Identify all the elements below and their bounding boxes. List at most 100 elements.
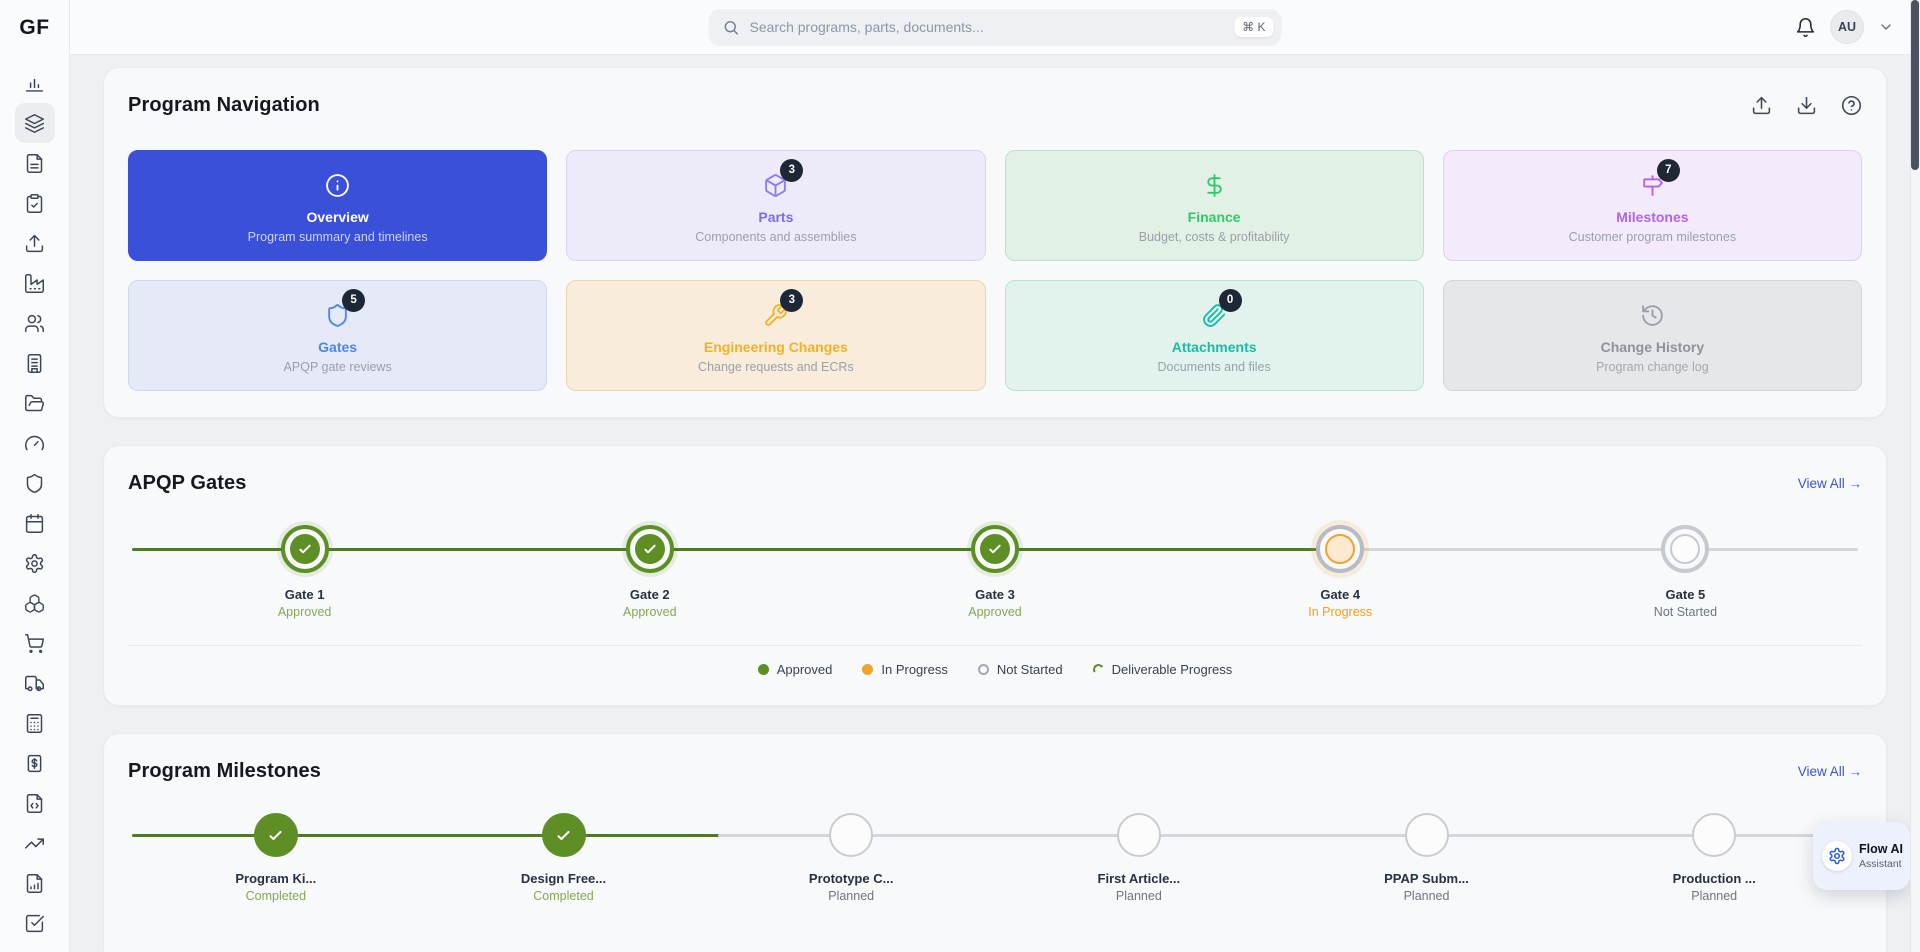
truck-icon xyxy=(25,675,44,691)
gate-item-4[interactable]: Gate 4 In Progress xyxy=(1168,525,1513,619)
folder-open-icon xyxy=(25,394,44,411)
sidebar-item-modules[interactable] xyxy=(15,583,55,623)
vertical-scrollbar xyxy=(1910,0,1920,952)
gates-view-all-link[interactable]: View All → xyxy=(1797,476,1862,491)
check-icon xyxy=(269,830,282,840)
sidebar-item-upload[interactable] xyxy=(15,223,55,263)
sidebar-item-factory[interactable] xyxy=(15,263,55,303)
receipt-dollar-icon xyxy=(27,754,42,772)
tile-label: Milestones xyxy=(1616,208,1689,225)
progress-line-complete xyxy=(132,834,722,837)
milestone-item-4[interactable]: First Article... Planned xyxy=(995,813,1283,903)
sidebar: GF xyxy=(0,0,70,952)
paperclip-icon xyxy=(1202,303,1225,327)
sidebar-item-file-code[interactable] xyxy=(15,783,55,823)
file-chart-icon xyxy=(26,873,43,893)
user-menu-button[interactable] xyxy=(1878,19,1894,35)
sidebar-item-settings[interactable] xyxy=(15,543,55,583)
gate-item-1[interactable]: Gate 1 Approved xyxy=(132,525,477,619)
user-avatar[interactable]: AU xyxy=(1830,10,1864,44)
milestone-status-label: Planned xyxy=(1115,889,1162,903)
nav-tile-overview[interactable]: Overview Program summary and timelines xyxy=(128,150,548,261)
bar-chart-icon xyxy=(25,78,44,92)
assistant-subtitle: Assistant xyxy=(1859,858,1902,870)
milestone-status-circle xyxy=(1116,813,1161,857)
check-icon xyxy=(989,544,1001,554)
scrollbar-thumb[interactable] xyxy=(1911,0,1919,170)
sidebar-item-programs[interactable] xyxy=(14,103,55,143)
tile-label: Parts xyxy=(758,208,794,225)
factory-icon xyxy=(25,273,44,293)
page-title: Program Navigation xyxy=(128,94,320,116)
progress-line-remaining xyxy=(717,834,1858,837)
section-title: Program Milestones xyxy=(128,760,321,782)
milestone-item-3[interactable]: Prototype C... Planned xyxy=(707,813,995,903)
nav-tile-finance[interactable]: Finance Budget, costs & profitability xyxy=(1004,150,1424,261)
trending-up-icon xyxy=(25,837,44,849)
milestone-item-2[interactable]: Design Free... Completed xyxy=(420,813,708,903)
milestone-status-circle xyxy=(253,813,298,857)
notifications-button[interactable] xyxy=(1795,17,1816,38)
legend-deliverable-progress: Deliverable Progress xyxy=(1091,662,1232,677)
global-search[interactable]: ⌘ K xyxy=(708,8,1282,46)
export-button[interactable] xyxy=(1751,95,1772,116)
upload-icon xyxy=(25,234,44,252)
legend-not-started: Not Started xyxy=(977,662,1063,677)
gray-ring-swatch xyxy=(977,664,989,675)
sidebar-item-analytics[interactable] xyxy=(15,63,55,103)
gate-status-label: Approved xyxy=(968,605,1022,619)
nav-tile-change-history[interactable]: Change History Program change log xyxy=(1442,280,1862,391)
sidebar-item-trends[interactable] xyxy=(15,823,55,863)
milestone-item-6[interactable]: Production ... Planned xyxy=(1570,813,1858,903)
gate-item-2[interactable]: Gate 2 Approved xyxy=(477,525,822,619)
milestones-view-all-link[interactable]: View All → xyxy=(1797,764,1862,779)
sidebar-item-checklists[interactable] xyxy=(15,183,55,223)
milestone-item-1[interactable]: Program Ki... Completed xyxy=(132,813,420,903)
nav-tile-parts[interactable]: 3 Parts Components and assemblies xyxy=(566,150,986,261)
milestone-status-label: Planned xyxy=(1691,889,1738,903)
sidebar-item-teams[interactable] xyxy=(15,303,55,343)
sidebar-item-reports[interactable] xyxy=(15,863,55,903)
sidebar-item-tasks[interactable] xyxy=(15,903,55,943)
sidebar-item-files[interactable] xyxy=(15,383,55,423)
gate-status-circle xyxy=(625,525,674,573)
milestone-item-5[interactable]: PPAP Subm... Planned xyxy=(1283,813,1571,903)
sidebar-item-costing[interactable] xyxy=(15,743,55,783)
nav-tile-milestones[interactable]: 7 Milestones Customer program milestones xyxy=(1442,150,1862,261)
sidebar-item-calculator[interactable] xyxy=(15,703,55,743)
green-arc-swatch xyxy=(1091,662,1105,677)
milestone-status-label: Planned xyxy=(828,889,875,903)
gate-item-5[interactable]: Gate 5 Not Started xyxy=(1513,525,1858,619)
green-dot-swatch xyxy=(757,664,769,675)
count-badge: 3 xyxy=(780,158,804,182)
nav-tile-attachments[interactable]: 0 Attachments Documents and files xyxy=(1004,280,1424,391)
sidebar-item-procurement[interactable] xyxy=(15,623,55,663)
section-title: APQP Gates xyxy=(128,472,247,494)
gate-status-label: Not Started xyxy=(1653,605,1718,619)
file-text-icon xyxy=(26,153,43,173)
clipboard-check-icon xyxy=(26,193,43,213)
building-icon xyxy=(27,353,42,373)
sidebar-item-dashboard[interactable] xyxy=(15,423,55,463)
search-input[interactable] xyxy=(739,19,1235,35)
apqp-gates-card: APQP Gates View All → Gate 1 Approved xyxy=(103,445,1887,706)
help-circle-icon xyxy=(1841,95,1862,116)
gate-item-3[interactable]: Gate 3 Approved xyxy=(822,525,1167,619)
tile-description: Documents and files xyxy=(1157,359,1271,374)
gate-status-circle xyxy=(1661,525,1710,573)
flow-ai-assistant-button[interactable]: Flow AI Assistant xyxy=(1813,822,1910,890)
tile-description: Program summary and timelines xyxy=(247,229,428,244)
sidebar-item-calendar[interactable] xyxy=(15,503,55,543)
sidebar-item-suppliers[interactable] xyxy=(15,343,55,383)
nav-tile-engineering-changes[interactable]: 3 Engineering Changes Change requests an… xyxy=(566,280,986,391)
boxes-icon xyxy=(25,593,44,613)
import-button[interactable] xyxy=(1796,95,1817,116)
wrench-icon xyxy=(765,303,788,326)
sidebar-item-documents[interactable] xyxy=(15,143,55,183)
nav-tile-gates[interactable]: 5 Gates APQP gate reviews xyxy=(128,280,548,391)
tile-description: Change requests and ECRs xyxy=(698,359,854,374)
sidebar-item-logistics[interactable] xyxy=(15,663,55,703)
milestone-status-label: Completed xyxy=(533,889,594,903)
sidebar-item-quality[interactable] xyxy=(15,463,55,503)
help-button[interactable] xyxy=(1841,95,1862,116)
